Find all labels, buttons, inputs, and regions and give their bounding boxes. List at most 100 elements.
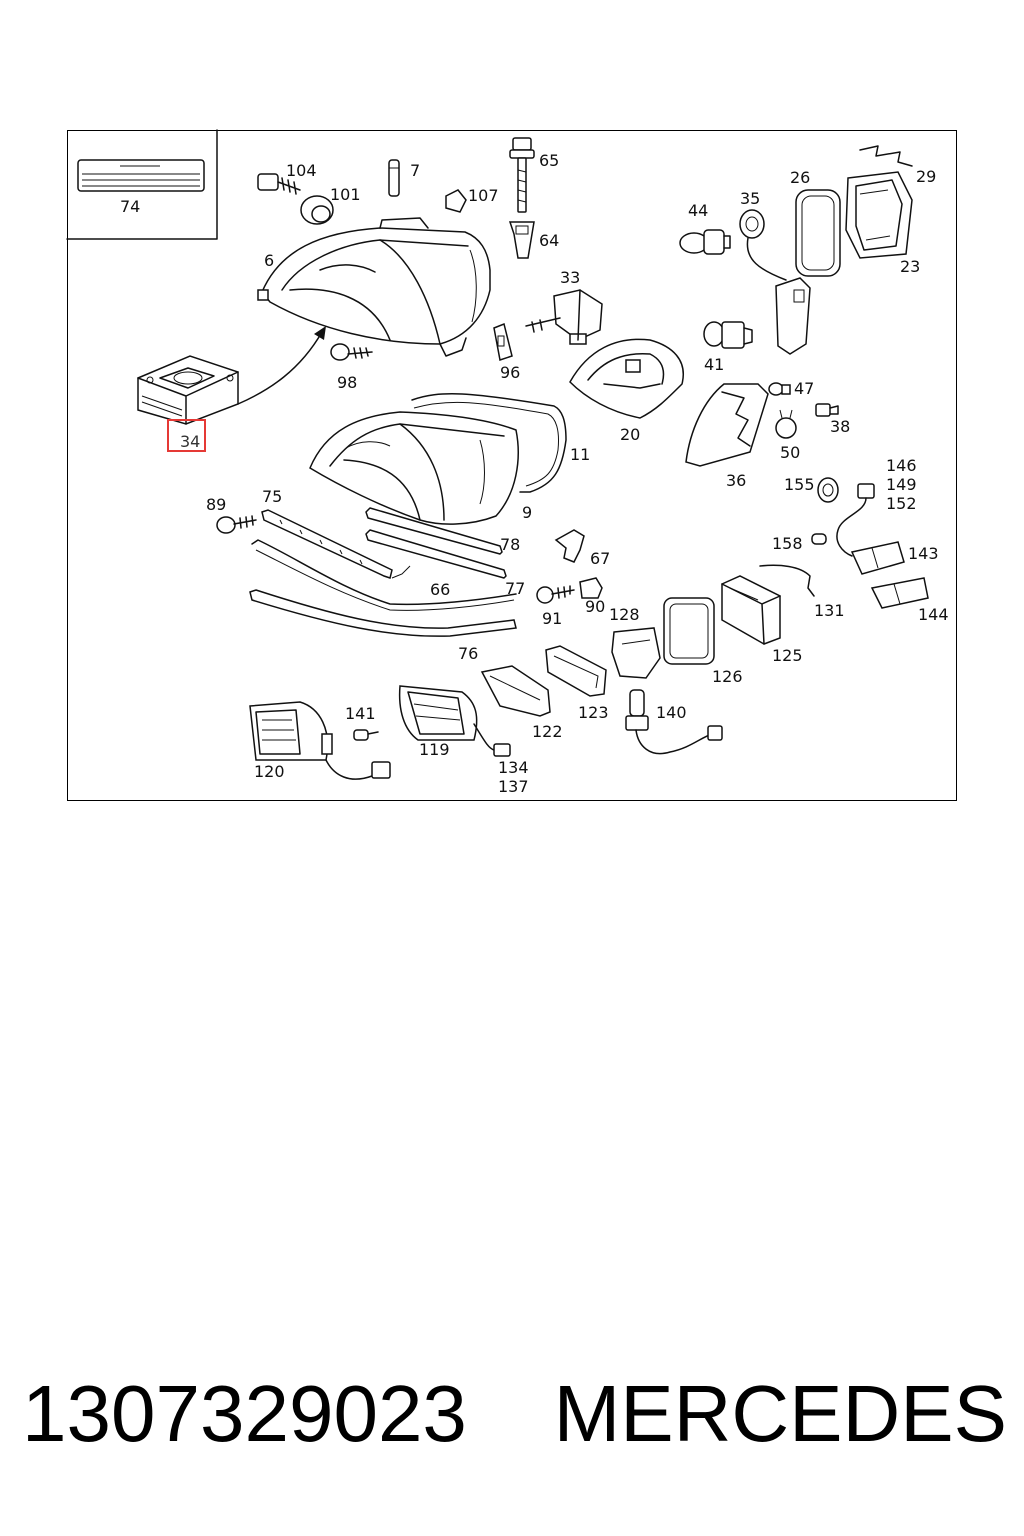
part-20-reflector-housing: [569, 338, 684, 419]
callout-119: 119: [419, 740, 450, 759]
callout-labels: 74 104 101 7 107 65 64 44 35 26 29 23 6 …: [120, 151, 949, 796]
callout-6: 6: [264, 251, 274, 270]
part-104-screw: [257, 173, 301, 195]
callout-123: 123: [578, 703, 609, 722]
callout-66: 66: [430, 580, 450, 599]
part-11-lens-gasket-inner: [413, 401, 559, 487]
callout-67: 67: [590, 549, 610, 568]
callout-149: 149: [886, 475, 917, 494]
callout-20: 20: [620, 425, 640, 444]
part-33-adjuster: [525, 289, 603, 345]
part-125-fog-lamp-body: [721, 575, 781, 645]
callout-50: 50: [780, 443, 800, 462]
callout-101: 101: [330, 185, 361, 204]
callout-128: 128: [609, 605, 640, 624]
callout-96: 96: [500, 363, 520, 382]
callout-23: 23: [900, 257, 920, 276]
part-77-strip: [365, 529, 507, 579]
part-9-headlamp-lens: [309, 411, 519, 525]
callout-152: 152: [886, 494, 917, 513]
callout-146: 146: [886, 456, 917, 475]
part-35-socket: [739, 209, 811, 355]
part-119-fog-lamp: [398, 685, 511, 757]
part-66-trim-strip: [251, 539, 517, 606]
part-78-strip: [365, 507, 503, 555]
callout-64: 64: [539, 231, 559, 250]
callout-47: 47: [794, 379, 814, 398]
callout-76: 76: [458, 644, 478, 663]
callout-29: 29: [916, 167, 936, 186]
callout-89: 89: [206, 495, 226, 514]
part-38-socket: [815, 403, 839, 417]
callout-134: 134: [498, 758, 529, 777]
callout-90: 90: [585, 597, 605, 616]
callout-140: 140: [656, 703, 687, 722]
part-122-fog-lens: [480, 665, 551, 717]
part-65-bolt: [509, 137, 535, 213]
callout-104: 104: [286, 161, 317, 180]
callout-7: 7: [410, 161, 420, 180]
callout-125: 125: [772, 646, 803, 665]
part-36-indicator-lens: [685, 383, 769, 467]
part-47-bulb: [768, 382, 791, 396]
part-128-lens: [611, 627, 661, 679]
callout-38: 38: [830, 417, 850, 436]
part-66-trim-strip-inner: [255, 549, 515, 611]
part-64-clip: [508, 221, 535, 259]
callout-33: 33: [560, 268, 580, 287]
callout-11: 11: [570, 445, 590, 464]
callout-122: 122: [532, 722, 563, 741]
part-89-screw: [216, 515, 257, 534]
callout-141: 141: [345, 704, 376, 723]
callout-78: 78: [500, 535, 520, 554]
callout-34: 34: [180, 432, 200, 451]
callout-26: 26: [790, 168, 810, 187]
part-11-lens-gasket: [411, 393, 567, 493]
callout-91: 91: [542, 609, 562, 628]
part-146-socket: [836, 483, 875, 557]
callout-137: 137: [498, 777, 529, 796]
part-96-bracket: [493, 322, 513, 361]
highlight-box: [167, 419, 206, 452]
assembly-arrow: [237, 331, 323, 405]
part-66-wire: [391, 565, 411, 579]
inset-label-box: [66, 129, 218, 240]
part-50-bulb: [775, 409, 797, 439]
part-131-wire: [759, 564, 815, 597]
callout-155: 155: [784, 475, 815, 494]
callout-120: 120: [254, 762, 285, 781]
part-75-trim-strip: [261, 509, 393, 579]
part-26-gasket: [795, 189, 841, 277]
part-120-fog-lamp: [249, 701, 391, 780]
part-44-bulb: [679, 229, 731, 255]
part-6-headlamp-housing: [257, 217, 491, 357]
part-7-pin: [388, 159, 400, 197]
part-76-strip: [249, 589, 517, 637]
assembly-arrow-head: [314, 326, 326, 340]
part-91-screw: [536, 585, 575, 604]
part-98-screw: [330, 343, 373, 361]
part-101-nut: [300, 195, 334, 225]
callout-74: 74: [120, 197, 140, 216]
callout-41: 41: [704, 355, 724, 374]
callout-131: 131: [814, 601, 845, 620]
callout-107: 107: [468, 186, 499, 205]
part-90-clip: [579, 577, 603, 599]
part-123-gasket: [545, 645, 607, 697]
callout-98: 98: [337, 373, 357, 392]
part-144-side-marker: [870, 577, 929, 609]
callout-36: 36: [726, 471, 746, 490]
part-107-clip: [445, 189, 467, 213]
callout-75: 75: [262, 487, 282, 506]
callout-144: 144: [918, 605, 949, 624]
part-141-bulb: [353, 729, 379, 741]
callout-44: 44: [688, 201, 708, 220]
part-34-control-unit: [137, 355, 239, 425]
callout-65: 65: [539, 151, 559, 170]
callout-143: 143: [908, 544, 939, 563]
callout-35: 35: [740, 189, 760, 208]
part-41-bulb: [703, 321, 753, 349]
part-140-bulb: [625, 689, 723, 755]
brand-name: MERCEDES: [553, 1369, 1007, 1458]
part-number: 1307329023: [22, 1369, 467, 1458]
